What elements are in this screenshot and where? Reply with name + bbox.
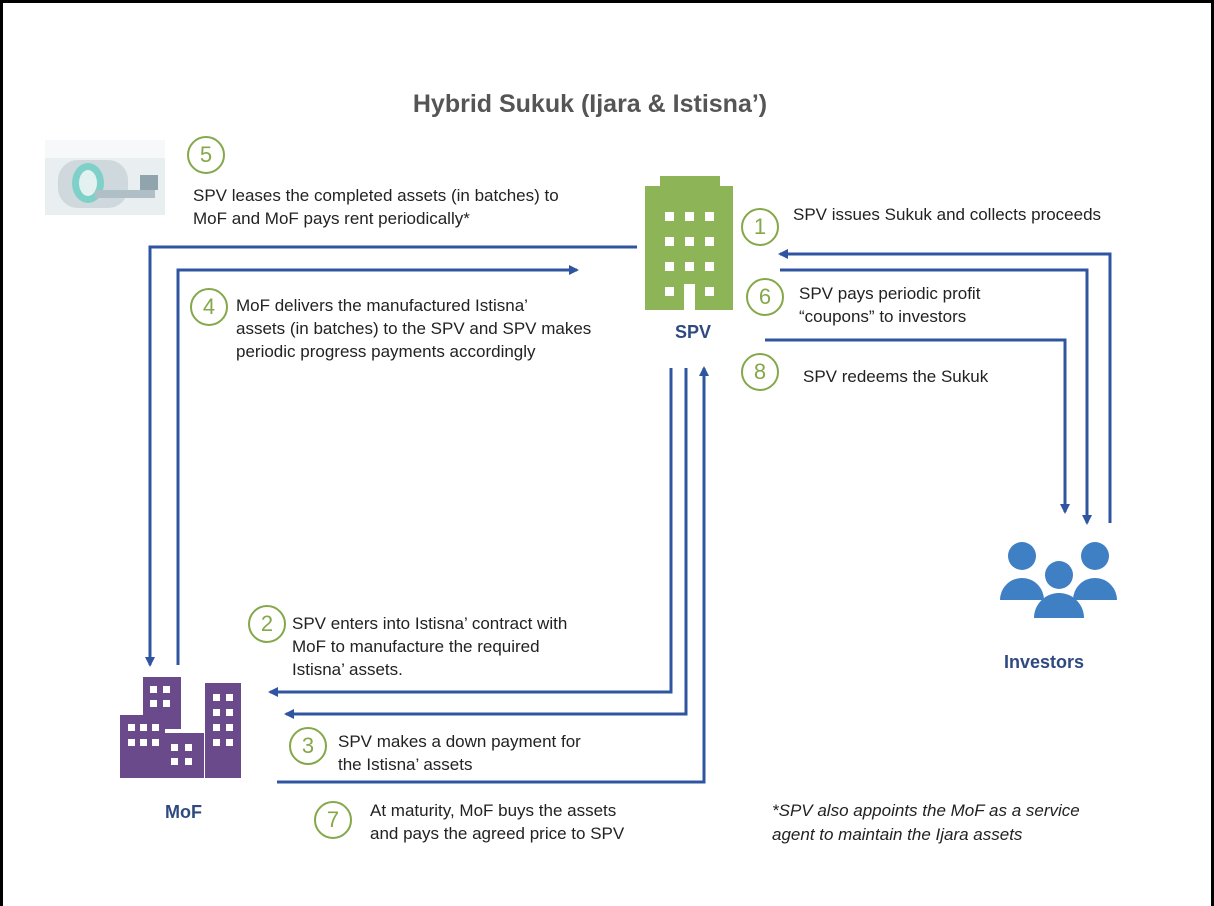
- step-5-text: SPV leases the completed assets (in batc…: [193, 186, 559, 228]
- step-4-text: MoF delivers the manufactured Istisna’ a…: [236, 296, 592, 361]
- spv-label: SPV: [675, 322, 712, 342]
- flow-arrows: [145, 245, 1112, 784]
- step-3-badge: 3: [289, 727, 327, 765]
- arrow-lease-to-mof: [145, 245, 637, 667]
- arrow-coupons-to-investors: [780, 268, 1092, 525]
- step-8-text: SPV redeems the Sukuk: [803, 367, 989, 386]
- mri-scanner-photo: [45, 140, 165, 215]
- arrow-purchase-to-spv: [277, 366, 709, 784]
- people-group-icon: [1000, 542, 1117, 618]
- step-1-text: SPV issues Sukuk and collects proceeds: [793, 205, 1102, 224]
- arrow-delivery-to-spv: [176, 265, 579, 665]
- step-2-text: SPV enters into Istisna’ contract with M…: [292, 614, 568, 679]
- step-7-text: At maturity, MoF buys the assets and pay…: [370, 801, 625, 843]
- office-building-icon: [645, 176, 733, 310]
- step-7-badge: 7: [314, 801, 352, 839]
- city-buildings-icon: [120, 677, 241, 778]
- step-6-text: SPV pays periodic profit “coupons” to in…: [799, 284, 981, 326]
- step-6-badge: 6: [746, 278, 784, 316]
- step-8-badge: 8: [741, 353, 779, 391]
- step-3-text: SPV makes a down payment for the Istisna…: [338, 732, 581, 774]
- footnote: *SPV also appoints the MoF as a service …: [772, 801, 1080, 844]
- mof-label: MoF: [165, 802, 202, 822]
- step-5-badge: 5: [187, 136, 225, 174]
- investors-label: Investors: [1004, 652, 1085, 672]
- step-2-badge: 2: [248, 605, 286, 643]
- page-title: Hybrid Sukuk (Ijara & Istisna’): [412, 90, 768, 118]
- arrow-redemption-to-investors: [765, 338, 1070, 514]
- step-1-badge: 1: [741, 208, 779, 246]
- arrow-downpayment-to-mof: [284, 368, 688, 719]
- step-4-badge: 4: [190, 288, 228, 326]
- arrow-contract-to-mof: [268, 368, 673, 697]
- arrow-proceeds-to-spv: [778, 249, 1112, 523]
